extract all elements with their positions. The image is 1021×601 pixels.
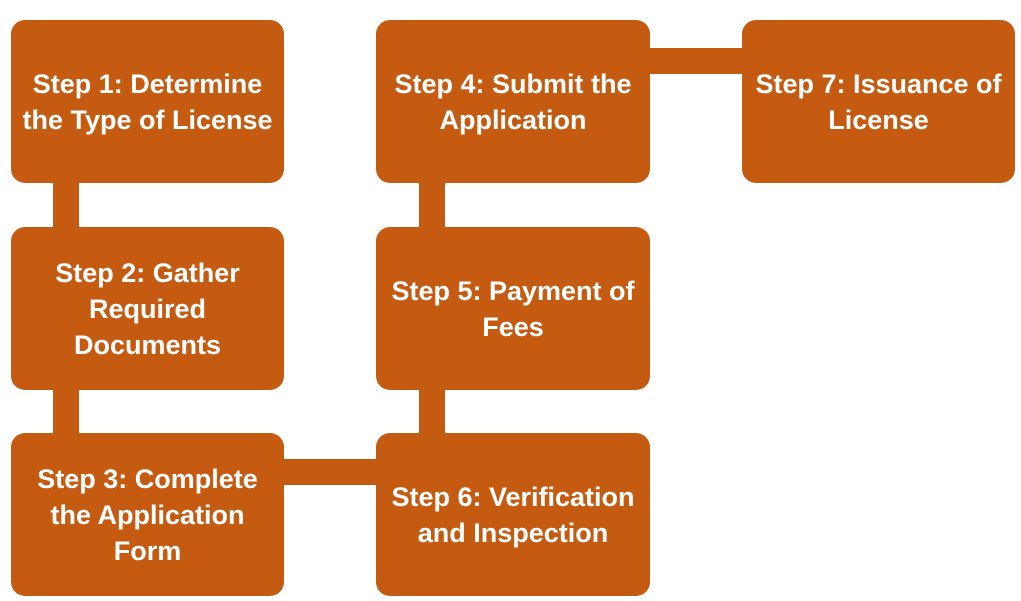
- step-1-box: Step 1: Determine the Type of License: [11, 20, 284, 183]
- step-2-label: Step 2: Gather Required Documents: [55, 257, 240, 360]
- step-1-label: Step 1: Determine the Type of License: [22, 68, 273, 135]
- step-2-box: Step 2: Gather Required Documents: [11, 227, 284, 390]
- step-4-box: Step 4: Submit the Application: [376, 20, 650, 183]
- step-7-box: Step 7: Issuance of License: [742, 20, 1015, 183]
- connector-step3-step6: [284, 459, 376, 485]
- connector-step5-step4: [419, 182, 445, 227]
- connector-step2-step3: [53, 389, 79, 434]
- step-5-box: Step 5: Payment of Fees: [376, 227, 650, 390]
- connector-step4-step7: [650, 48, 742, 74]
- step-5-label: Step 5: Payment of Fees: [391, 275, 635, 342]
- step-7-label: Step 7: Issuance of License: [755, 68, 1002, 135]
- step-6-label: Step 6: Verification and Inspection: [391, 481, 635, 548]
- step-3-box: Step 3: Complete the Application Form: [11, 433, 284, 596]
- step-4-label: Step 4: Submit the Application: [394, 68, 632, 135]
- connector-step6-step5: [419, 389, 445, 434]
- connector-step1-step2: [53, 182, 79, 227]
- step-6-box: Step 6: Verification and Inspection: [376, 433, 650, 596]
- step-3-label: Step 3: Complete the Application Form: [37, 463, 258, 566]
